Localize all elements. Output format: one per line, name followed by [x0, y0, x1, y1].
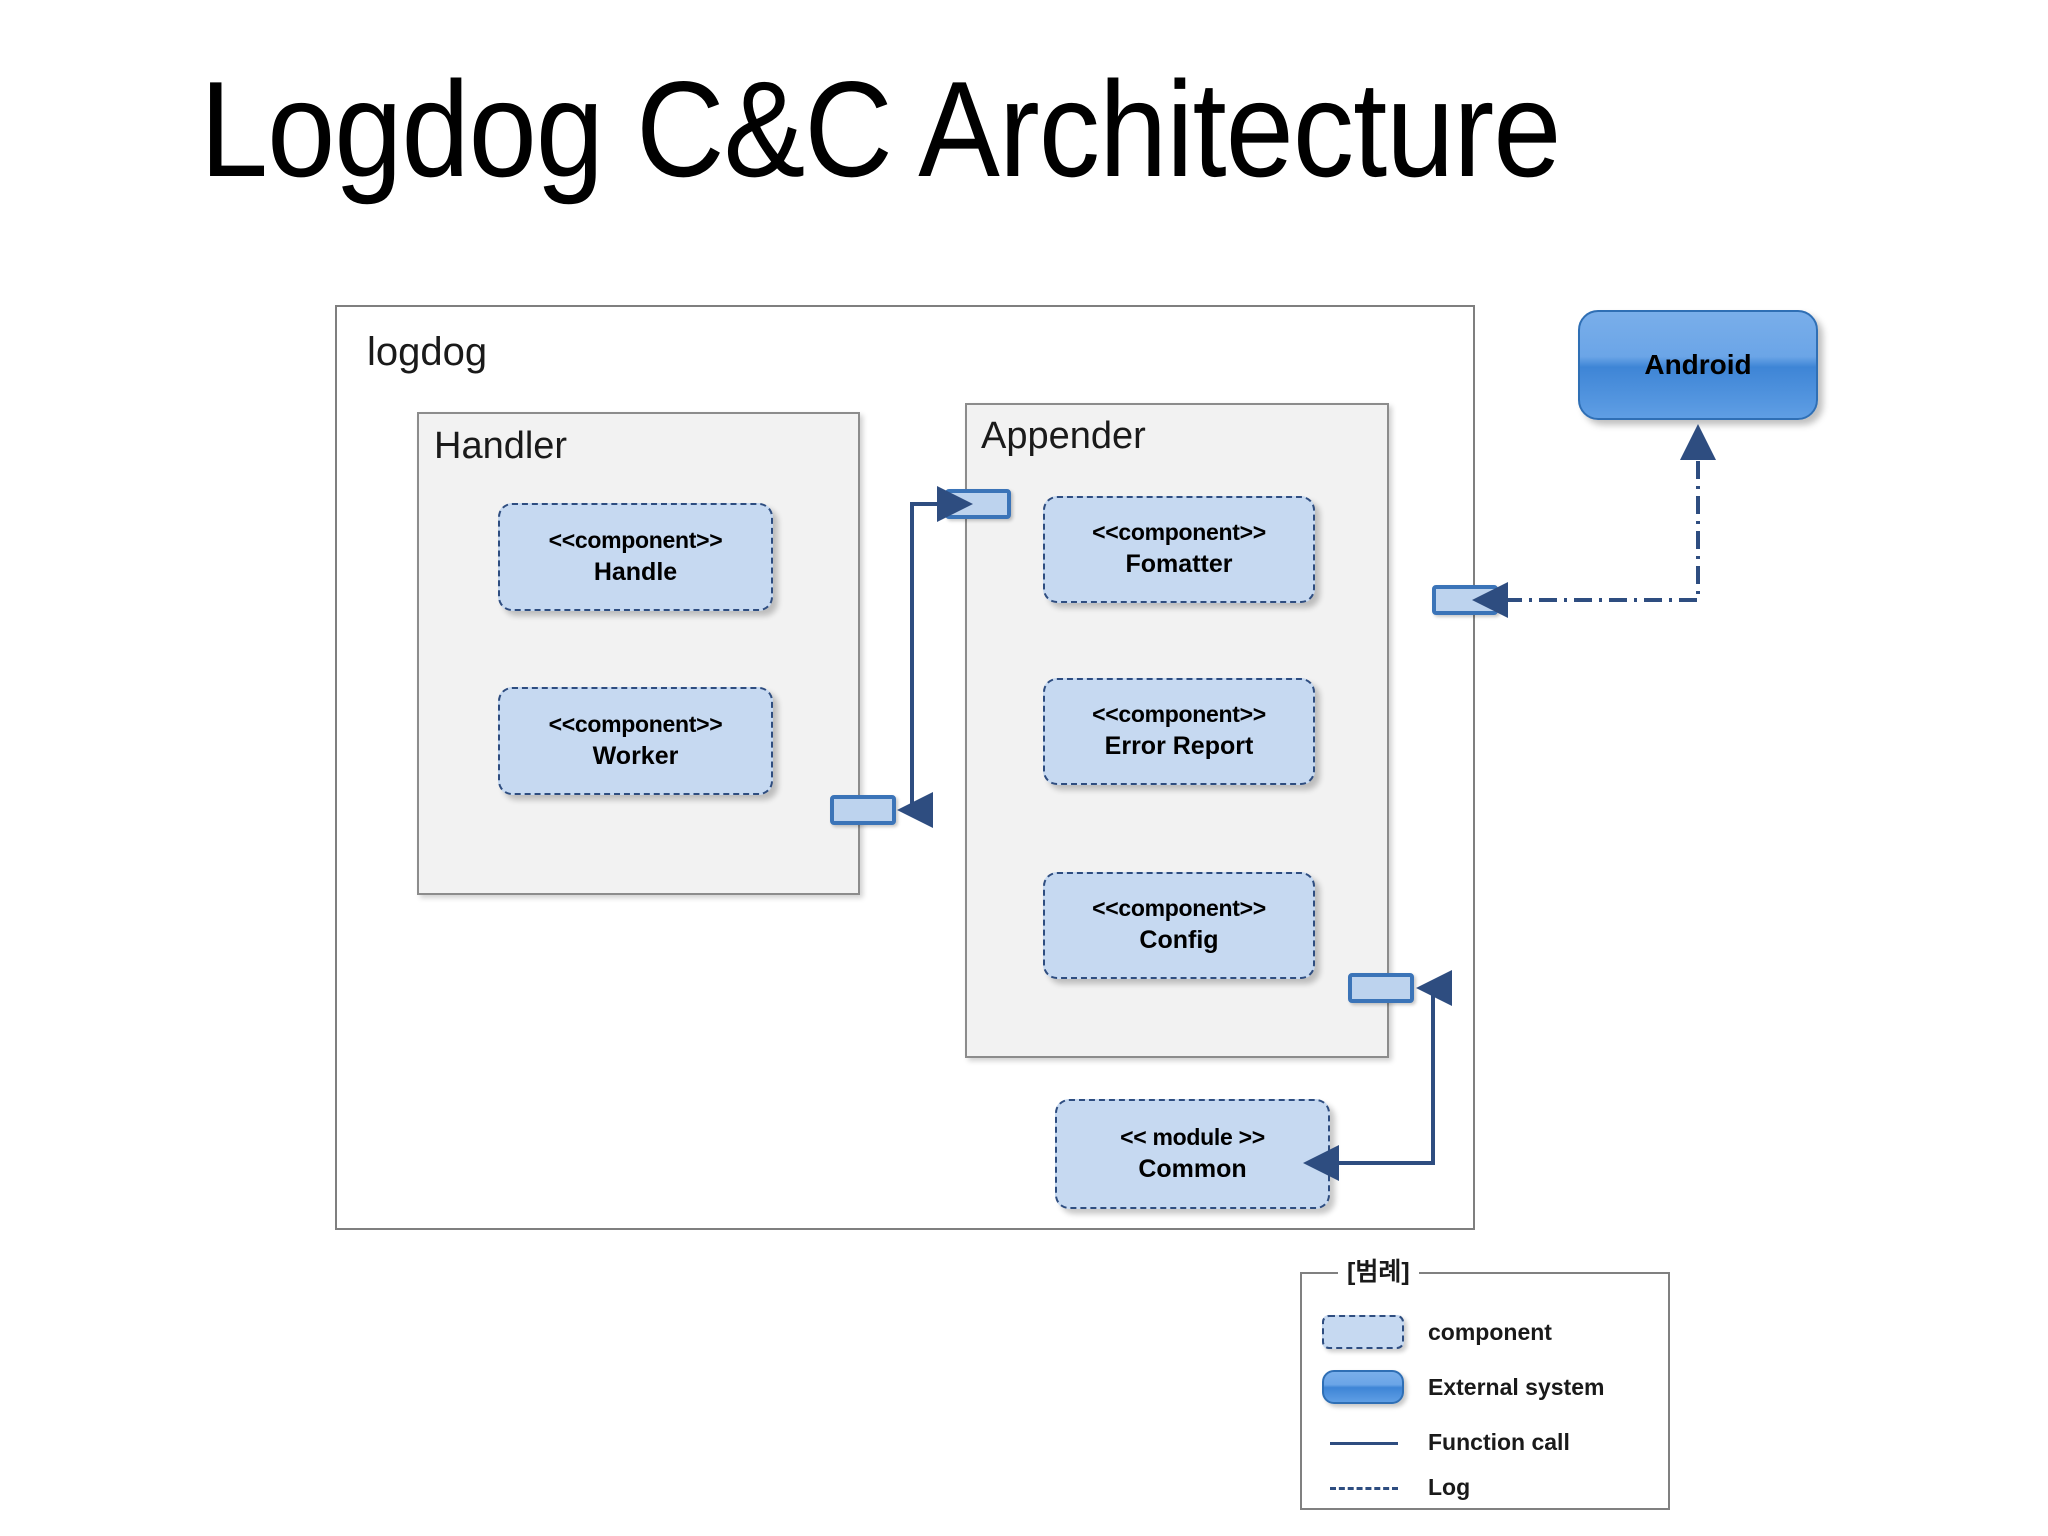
legend-label: component: [1428, 1318, 1552, 1345]
external-system-android[interactable]: Android: [1578, 310, 1818, 420]
component-config[interactable]: <<component>> Config: [1043, 872, 1315, 979]
component-stereotype: <<component>>: [1092, 519, 1266, 546]
legend-swatch-dash-dot-line-icon: [1322, 1470, 1404, 1504]
legend-item-external-system: External system: [1322, 1364, 1652, 1410]
component-name: Config: [1139, 926, 1219, 955]
component-stereotype: <<component>>: [1092, 895, 1266, 922]
port-handler-output[interactable]: [830, 795, 896, 825]
logdog-container-label: logdog: [367, 330, 488, 374]
module-common[interactable]: << module >> Common: [1055, 1099, 1330, 1209]
module-stereotype: << module >>: [1120, 1123, 1265, 1150]
component-name: Handle: [593, 557, 678, 586]
legend-swatch-component-icon: [1322, 1315, 1404, 1349]
component-stereotype: <<component>>: [548, 710, 723, 737]
connector-log-android: [1472, 424, 1716, 618]
legend-item-log: Log: [1322, 1464, 1652, 1510]
appender-group-label: Appender: [981, 415, 1146, 457]
component-stereotype: <<component>>: [548, 526, 723, 553]
component-fomatter[interactable]: <<component>> Fomatter: [1043, 496, 1315, 603]
port-appender-input[interactable]: [945, 489, 1011, 519]
legend-box: [1300, 1272, 1670, 1510]
legend-label: External system: [1428, 1373, 1605, 1400]
legend-label: Function call: [1428, 1428, 1570, 1455]
page-title: Logdog C&C Architecture: [200, 53, 1561, 205]
component-handle[interactable]: <<component>> Handle: [498, 503, 773, 611]
handler-group: [417, 412, 860, 895]
port-common-input[interactable]: [1348, 973, 1414, 1003]
legend-label: Log: [1428, 1473, 1471, 1500]
legend-item-function-call: Function call: [1322, 1419, 1652, 1465]
legend-swatch-solid-line-icon: [1322, 1425, 1404, 1459]
legend-swatch-external-system-icon: [1322, 1370, 1404, 1404]
module-name: Common: [1138, 1154, 1247, 1183]
port-log-output[interactable]: [1432, 585, 1498, 615]
component-name: Error Report: [1104, 732, 1254, 761]
component-name: Worker: [592, 741, 679, 770]
component-worker[interactable]: <<component>> Worker: [498, 687, 773, 795]
component-name: Fomatter: [1125, 550, 1233, 579]
component-stereotype: <<component>>: [1092, 701, 1266, 728]
component-error-report[interactable]: <<component>> Error Report: [1043, 678, 1315, 785]
legend-item-component: component: [1322, 1309, 1652, 1355]
legend-title: [범례]: [1338, 1252, 1419, 1288]
handler-group-label: Handler: [434, 425, 568, 467]
